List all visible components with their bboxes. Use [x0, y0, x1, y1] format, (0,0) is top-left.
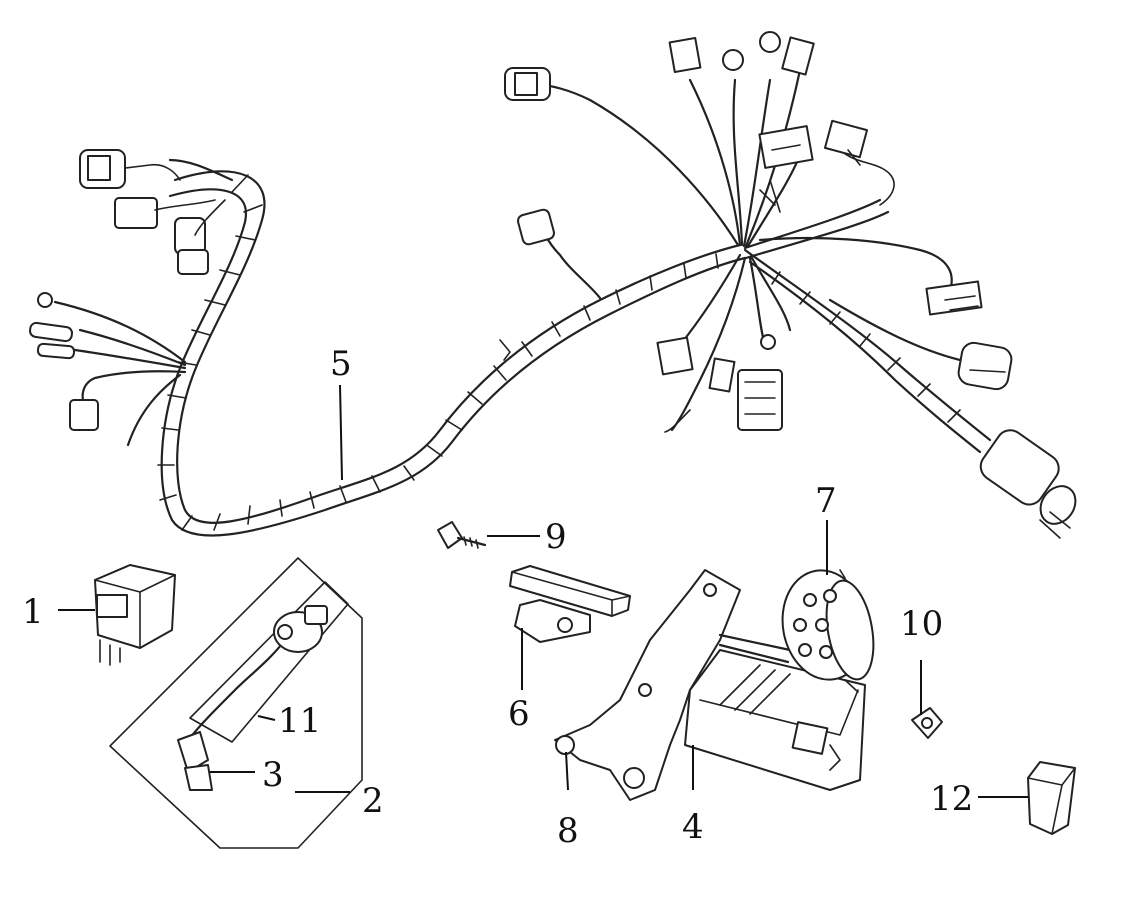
cdi-unit: [684, 649, 866, 791]
callout-8: 8: [557, 811, 579, 851]
ignition-coil-assembly: [109, 557, 363, 849]
callout-2: 2: [362, 781, 384, 821]
screw: [911, 707, 943, 739]
connector-cap: [1027, 761, 1076, 835]
callout-5: 5: [330, 344, 352, 384]
callout-6: 6: [508, 694, 530, 734]
relay: [94, 564, 176, 666]
callout-1: 1: [22, 592, 44, 632]
callout-9: 9: [545, 517, 567, 557]
callout-10: 10: [900, 604, 943, 644]
bolt: [437, 521, 487, 549]
horn: [718, 569, 875, 693]
callout-numbers: 1 2 3 4 5 6 7 8 9 10 11 12: [22, 344, 973, 851]
wire-harness: [29, 31, 1077, 539]
callout-12: 12: [930, 779, 973, 819]
callout-7: 7: [815, 481, 837, 521]
cdi-bracket: [554, 569, 741, 801]
callout-4: 4: [682, 807, 704, 847]
rubber-bracket: [509, 565, 631, 643]
leader-lines: [58, 384, 1028, 798]
callout-3: 3: [262, 755, 284, 795]
callout-11: 11: [278, 701, 321, 741]
